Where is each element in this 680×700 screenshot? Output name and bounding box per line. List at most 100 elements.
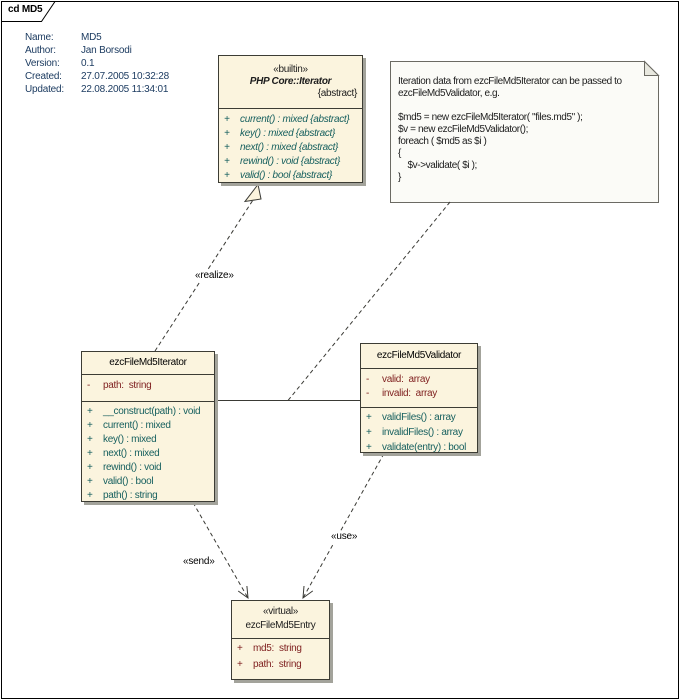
- send-open-arrowhead-icon: [237, 585, 249, 600]
- metadata-value: 22.08.2005 11:34:01: [81, 84, 169, 95]
- method-text: rewind() : void {abstract}: [240, 156, 341, 167]
- use-open-arrowhead-icon: [302, 585, 314, 600]
- note-line: $v->validate( $i );: [398, 160, 478, 171]
- class-stereotype: «virtual»: [262, 606, 299, 617]
- send-connector-line: [192, 502, 249, 599]
- method-text: invalidFiles() : array: [382, 427, 463, 438]
- metadata-value: Jan Borsodi: [81, 45, 132, 56]
- visibility-marker: +: [87, 406, 93, 417]
- realize-connector-label: «realize»: [193, 270, 236, 282]
- visibility-marker: +: [87, 448, 93, 459]
- metadata-label: Author:: [25, 45, 56, 56]
- method-row: +current() : mixed {abstract}: [219, 113, 362, 127]
- realize-triangle-arrowhead-icon: [243, 183, 262, 203]
- attribute-text: md5: string: [253, 643, 302, 654]
- metadata-label: Created:: [25, 71, 62, 82]
- method-row: + validate(entry) : bool: [361, 440, 477, 455]
- attribute-row: + path: string: [232, 657, 329, 673]
- visibility-marker: +: [87, 434, 93, 445]
- method-row: +next() : mixed: [82, 447, 214, 461]
- visibility-marker: +: [224, 142, 230, 153]
- method-text: key() : mixed {abstract}: [240, 128, 336, 139]
- method-row: + key() : mixed {abstract}: [219, 127, 362, 141]
- visibility-marker: +: [237, 659, 243, 670]
- method-row: + validFiles() : array: [361, 410, 477, 425]
- method-row: + next() : mixed {abstract}: [219, 141, 362, 155]
- note-shape: [390, 61, 659, 203]
- method-text: validFiles() : array: [382, 412, 456, 423]
- metadata-row: Updated: 22.08.2005 11:34:01: [25, 83, 169, 96]
- methods-compartment: +validFiles() : array +invalidFiles() : …: [361, 407, 477, 455]
- visibility-marker: +: [366, 412, 372, 423]
- class-php-core-iterator: «builtin» PHP Core::Iterator {abstract} …: [218, 55, 363, 183]
- method-row: +key() : mixed: [82, 433, 214, 447]
- note-fold-corner-icon: [644, 60, 660, 76]
- attribute-text: path: string: [103, 380, 152, 391]
- attribute-text: valid: array: [382, 374, 430, 385]
- visibility-marker: +: [366, 442, 372, 453]
- metadata-label: Version:: [25, 58, 60, 69]
- method-row: + valid() : bool: [82, 475, 214, 489]
- class-title: ezcFileMd5Iterator: [109, 357, 187, 368]
- note-line: [398, 100, 650, 112]
- metadata-row: Created: 27.07.2005 10:32:28: [25, 70, 169, 83]
- attribute-row: - path: string: [82, 380, 214, 391]
- metadata-row: Version: 0.1: [25, 57, 169, 70]
- class-header: «virtual» ezcFileMd5Entry: [232, 601, 329, 638]
- method-text: validate(entry) : bool: [382, 442, 467, 453]
- visibility-marker: +: [87, 476, 93, 487]
- method-row: + path() : string: [82, 489, 214, 503]
- method-text: current() : mixed {abstract}: [240, 114, 350, 125]
- visibility-marker: +: [224, 156, 230, 167]
- method-row: + valid() : bool {abstract}: [219, 169, 362, 183]
- visibility-marker: +: [224, 170, 230, 181]
- class-ezcfilemd5validator: ezcFileMd5Validator -valid: array -inval…: [360, 343, 478, 453]
- attribute-text: invalid: array: [382, 388, 437, 399]
- attributes-compartment: - valid: array -invalid: array: [361, 368, 477, 407]
- method-row: +rewind() : void: [82, 461, 214, 475]
- method-text: current() : mixed: [103, 420, 171, 431]
- method-text: valid() : bool: [103, 476, 154, 487]
- class-ezcfilemd5iterator: ezcFileMd5Iterator - path: string + __cons…: [81, 351, 215, 502]
- method-row: + rewind() : void {abstract}: [219, 155, 362, 169]
- note-attachment-line: [287, 201, 451, 401]
- attributes-compartment: + md5: string + path: string: [232, 638, 329, 673]
- metadata-row: Author: Jan Borsodi: [25, 44, 169, 57]
- method-text: rewind() : void: [103, 462, 162, 473]
- method-text: path() : string: [103, 490, 158, 501]
- visibility-marker: -: [366, 374, 370, 385]
- frame-tab-shape: [1, 1, 56, 22]
- class-header: «builtin» PHP Core::Iterator {abstract}: [219, 56, 362, 108]
- note-comment: Iteration data from ezcFileMd5Iterator c…: [390, 61, 658, 202]
- method-text: next() : mixed {abstract}: [240, 142, 339, 153]
- note-line: $md5 = new ezcFileMd5Iterator( "files.md…: [398, 112, 583, 123]
- metadata-label: Updated:: [25, 84, 64, 95]
- note-line: {: [398, 148, 401, 159]
- visibility-marker: +: [87, 490, 93, 501]
- attributes-compartment: - path: string: [82, 374, 214, 401]
- metadata-row: Name: MD5: [25, 31, 169, 44]
- method-text: valid() : bool {abstract}: [240, 170, 332, 181]
- send-connector-label: «send»: [181, 556, 217, 568]
- metadata-value: 27.07.2005 10:32:28: [81, 71, 169, 82]
- visibility-marker: -: [87, 380, 91, 391]
- method-row: + __construct(path) : void: [82, 405, 214, 419]
- note-line: foreach ( $md5 as $i ): [398, 136, 487, 147]
- metadata-value: MD5: [81, 32, 102, 43]
- visibility-marker: +: [224, 128, 230, 139]
- visibility-marker: +: [237, 643, 243, 654]
- attribute-row: + md5: string: [232, 641, 329, 657]
- attribute-text: path: string: [253, 659, 302, 670]
- method-row: +invalidFiles() : array: [361, 425, 477, 440]
- diagram-metadata: Name: MD5 Author: Jan Borsodi Version: 0…: [25, 31, 169, 96]
- metadata-value: 0.1: [81, 58, 95, 69]
- visibility-marker: +: [87, 420, 93, 431]
- metadata-label: Name:: [25, 32, 54, 43]
- method-row: + current() : mixed: [82, 419, 214, 433]
- methods-compartment: + __construct(path) : void + current() : m…: [82, 401, 214, 503]
- attribute-row: -invalid: array: [361, 387, 477, 401]
- note-line: }: [398, 172, 401, 183]
- method-text: __construct(path) : void: [103, 406, 201, 417]
- frame-tab-label: cd MD5: [8, 4, 43, 15]
